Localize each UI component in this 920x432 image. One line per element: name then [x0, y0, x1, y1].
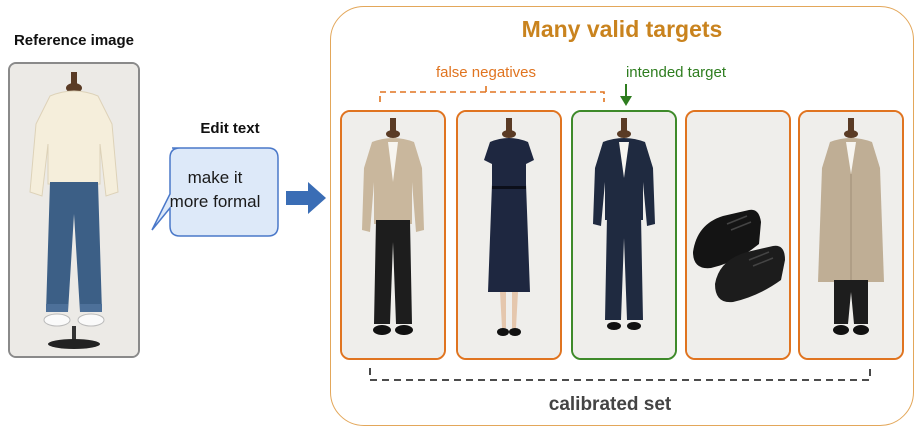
- reference-title: Reference image: [8, 32, 140, 49]
- right-arrow-icon: [286, 180, 328, 216]
- edit-text-line-2: more formal: [160, 190, 270, 214]
- calibrated-set-label: calibrated set: [460, 394, 760, 416]
- targets-title: Many valid targets: [330, 16, 914, 43]
- calibrated-set-bracket: [366, 366, 876, 388]
- false-negatives-bracket: [374, 84, 614, 106]
- target-card-camel-coat: [798, 110, 904, 360]
- intended-target-label: intended target: [606, 64, 746, 81]
- down-arrow-icon: [618, 84, 634, 108]
- target-card-navy-dress: [456, 110, 562, 360]
- target-card-navy-suit: [571, 110, 677, 360]
- edit-text-line-1: make it: [160, 166, 270, 190]
- reference-image: [8, 62, 140, 358]
- false-negatives-label: false negatives: [400, 64, 572, 81]
- target-card-oxford-shoes: [685, 110, 791, 360]
- edit-text-content: make it more formal: [160, 166, 270, 214]
- target-card-beige-blazer: [340, 110, 446, 360]
- edit-text-title: Edit text: [170, 120, 290, 137]
